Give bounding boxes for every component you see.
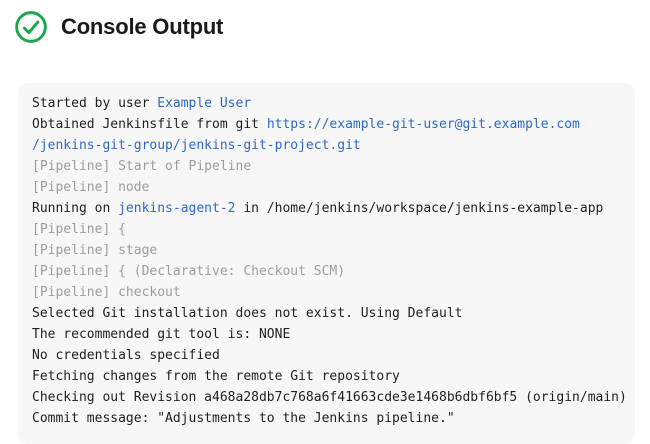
console-line: /jenkins-git-group/jenkins-git-project.g… bbox=[32, 135, 621, 156]
page-header: Console Output bbox=[14, 10, 223, 44]
console-link[interactable]: jenkins-agent-2 bbox=[118, 201, 236, 216]
console-link[interactable]: https://example-git-user@git.example.com bbox=[266, 117, 580, 132]
console-text: Commit message: "Adjustments to the Jenk… bbox=[32, 411, 455, 426]
console-line: [Pipeline] { (Declarative: Checkout SCM) bbox=[32, 261, 621, 282]
console-text: Obtained Jenkinsfile from git bbox=[32, 117, 267, 132]
console-line: [Pipeline] checkout bbox=[32, 282, 621, 303]
console-muted-text: [Pipeline] { (Declarative: Checkout SCM) bbox=[32, 264, 346, 279]
console-text: The recommended git tool is: NONE bbox=[32, 327, 291, 342]
console-line: [Pipeline] stage bbox=[32, 240, 621, 261]
console-text: in /home/jenkins/workspace/jenkins-examp… bbox=[235, 201, 604, 216]
console-muted-text: [Pipeline] { bbox=[32, 222, 126, 237]
console-muted-text: [Pipeline] node bbox=[32, 180, 150, 195]
console-text: No credentials specified bbox=[32, 348, 220, 363]
console-line: [Pipeline] node bbox=[32, 177, 621, 198]
page-title: Console Output bbox=[61, 14, 224, 39]
build-success-check-icon bbox=[14, 10, 48, 44]
console-text: Started by user bbox=[32, 96, 158, 111]
console-line: Selected Git installation does not exist… bbox=[32, 303, 621, 324]
console-text: Running on bbox=[32, 201, 119, 216]
console-text: Fetching changes from the remote Git rep… bbox=[32, 369, 400, 384]
console-line: Fetching changes from the remote Git rep… bbox=[32, 366, 621, 387]
console-line: [Pipeline] { bbox=[32, 219, 621, 240]
console-line: Commit message: "Adjustments to the Jenk… bbox=[32, 408, 621, 429]
console-muted-text: [Pipeline] stage bbox=[32, 243, 158, 258]
console-line: No credentials specified bbox=[32, 345, 621, 366]
console-muted-text: [Pipeline] Start of Pipeline bbox=[32, 159, 252, 174]
console-line: Started by user Example User bbox=[32, 93, 621, 114]
console-line: The recommended git tool is: NONE bbox=[32, 324, 621, 345]
console-output-page: Console Output Started by user Example U… bbox=[14, 10, 627, 426]
console-line: Obtained Jenkinsfile from git https://ex… bbox=[32, 114, 621, 135]
console-line: Running on jenkins-agent-2 in /home/jenk… bbox=[32, 198, 621, 219]
console-muted-text: [Pipeline] checkout bbox=[32, 285, 181, 300]
console-line: Checking out Revision a468a28db7c768a6f4… bbox=[32, 387, 627, 408]
console-text: Selected Git installation does not exist… bbox=[32, 306, 463, 321]
console-link[interactable]: /jenkins-git-group/jenkins-git-project.g… bbox=[32, 138, 361, 153]
console-line: [Pipeline] Start of Pipeline bbox=[32, 156, 621, 177]
console-link[interactable]: Example User bbox=[157, 96, 252, 111]
console-text: Checking out Revision a468a28db7c768a6f4… bbox=[32, 390, 627, 405]
